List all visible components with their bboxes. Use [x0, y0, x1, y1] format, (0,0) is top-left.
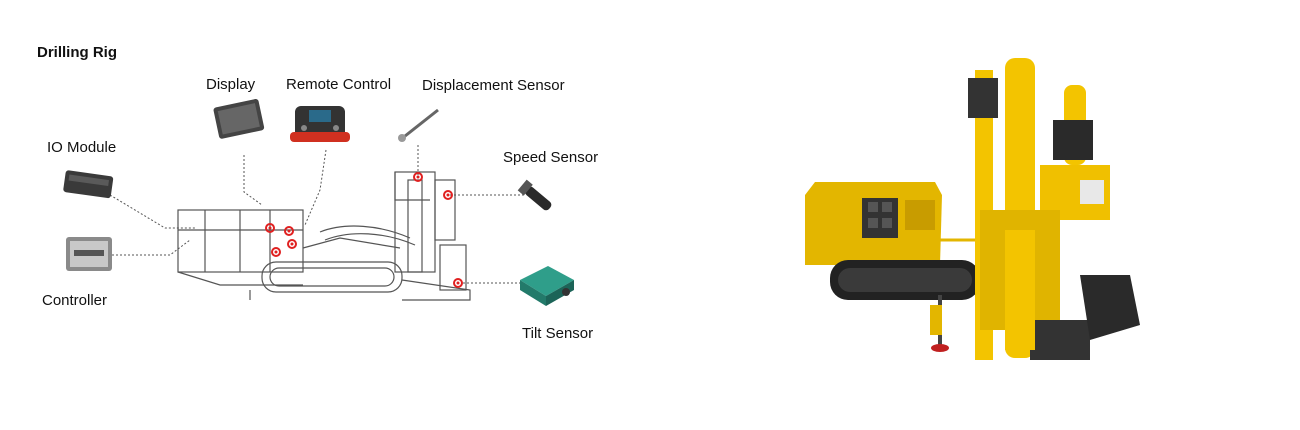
tilt-sensor-icon: [520, 266, 574, 306]
rig-outline: [177, 171, 471, 301]
leader-lines: [109, 145, 525, 284]
speed-sensor-icon: [517, 179, 552, 211]
remote-control-icon: [290, 106, 350, 142]
sensor-markers: [265, 172, 463, 288]
label-controller: Controller: [42, 292, 108, 309]
label-display: Display: [206, 76, 256, 93]
displacement-sensor-icon: [398, 108, 439, 142]
marker: [287, 239, 297, 249]
label-io-module: IO Module: [47, 139, 117, 156]
drilling-rig-photo: [805, 58, 1140, 360]
label-tilt-sensor: Tilt Sensor: [522, 325, 594, 342]
label-speed-sensor: Speed Sensor: [503, 149, 599, 166]
marker: [265, 223, 275, 233]
marker: [453, 278, 463, 288]
diagram-title: Drilling Rig: [37, 44, 117, 61]
marker: [271, 247, 281, 257]
io-module-icon: [63, 170, 114, 199]
marker: [443, 190, 453, 200]
controller-icon: [66, 237, 112, 271]
marker: [413, 172, 423, 182]
label-displacement-sensor: Displacement Sensor: [422, 77, 565, 94]
display-device-icon: [213, 98, 265, 139]
label-remote-control: Remote Control: [286, 76, 392, 93]
marker: [284, 226, 294, 236]
